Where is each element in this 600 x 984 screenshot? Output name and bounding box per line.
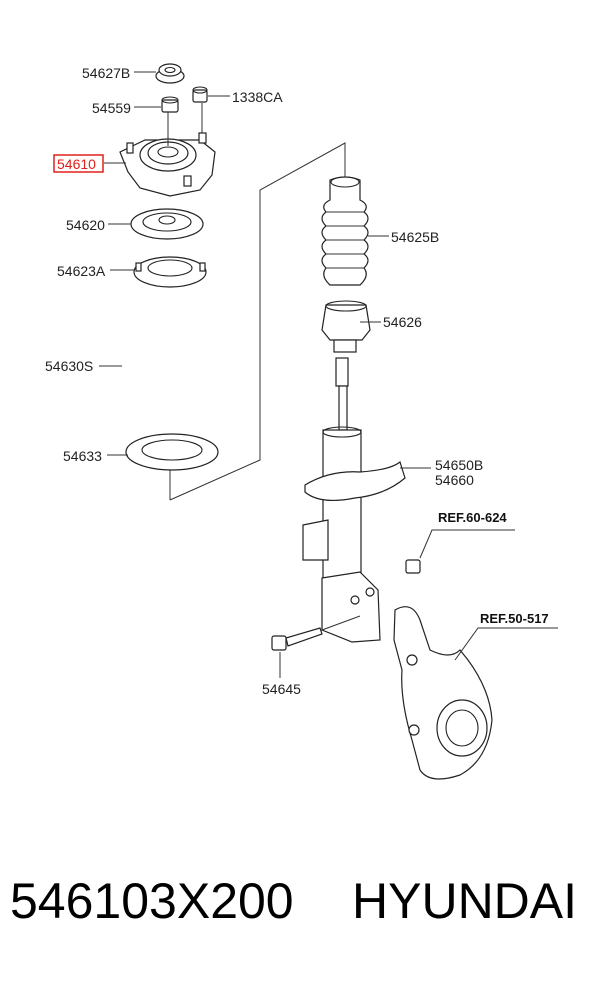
suspension-exploded-diagram: 54627B 54559 1338CA 54610 54620 54623A 5… — [45, 63, 558, 780]
label-54630S: 54630S — [45, 358, 93, 374]
part-54627B — [155, 63, 185, 84]
part-54559 — [161, 96, 179, 113]
part-ref-60-624 — [405, 559, 421, 574]
label-ref-50-517: REF.50-517 — [480, 611, 549, 626]
caption-bar: 546103X200 HYUNDAI — [0, 872, 600, 952]
highlight-box-54610 — [53, 154, 104, 173]
label-54660: 54660 — [435, 472, 474, 488]
label-54645: 54645 — [262, 681, 301, 697]
label-54625B: 54625B — [391, 229, 439, 245]
label-54626: 54626 — [383, 314, 422, 330]
label-54627B: 54627B — [82, 65, 130, 81]
brand-text: HYUNDAI — [352, 873, 578, 929]
assembly-frame-line — [169, 142, 346, 501]
part-1338CA — [192, 86, 208, 103]
label-54623A: 54623A — [57, 263, 106, 279]
part-54630S — [122, 304, 218, 422]
label-54620: 54620 — [66, 217, 105, 233]
part-steering-knuckle — [393, 606, 493, 780]
label-ref-60-624: REF.60-624 — [438, 510, 507, 525]
label-1338CA: 1338CA — [232, 89, 283, 105]
label-54650B: 54650B — [435, 457, 483, 473]
part-54645 — [271, 615, 361, 651]
part-number-text: 546103X200 — [10, 873, 294, 929]
part-54610 — [119, 103, 216, 197]
part-54626 — [321, 300, 371, 353]
part-54633 — [125, 433, 219, 471]
label-54633: 54633 — [63, 448, 102, 464]
part-shock-absorber — [302, 357, 406, 643]
part-54623A — [133, 256, 207, 288]
part-54625B — [321, 176, 369, 286]
part-54620 — [130, 208, 204, 240]
label-54559: 54559 — [92, 100, 131, 116]
label-54610: 54610 — [57, 156, 96, 172]
